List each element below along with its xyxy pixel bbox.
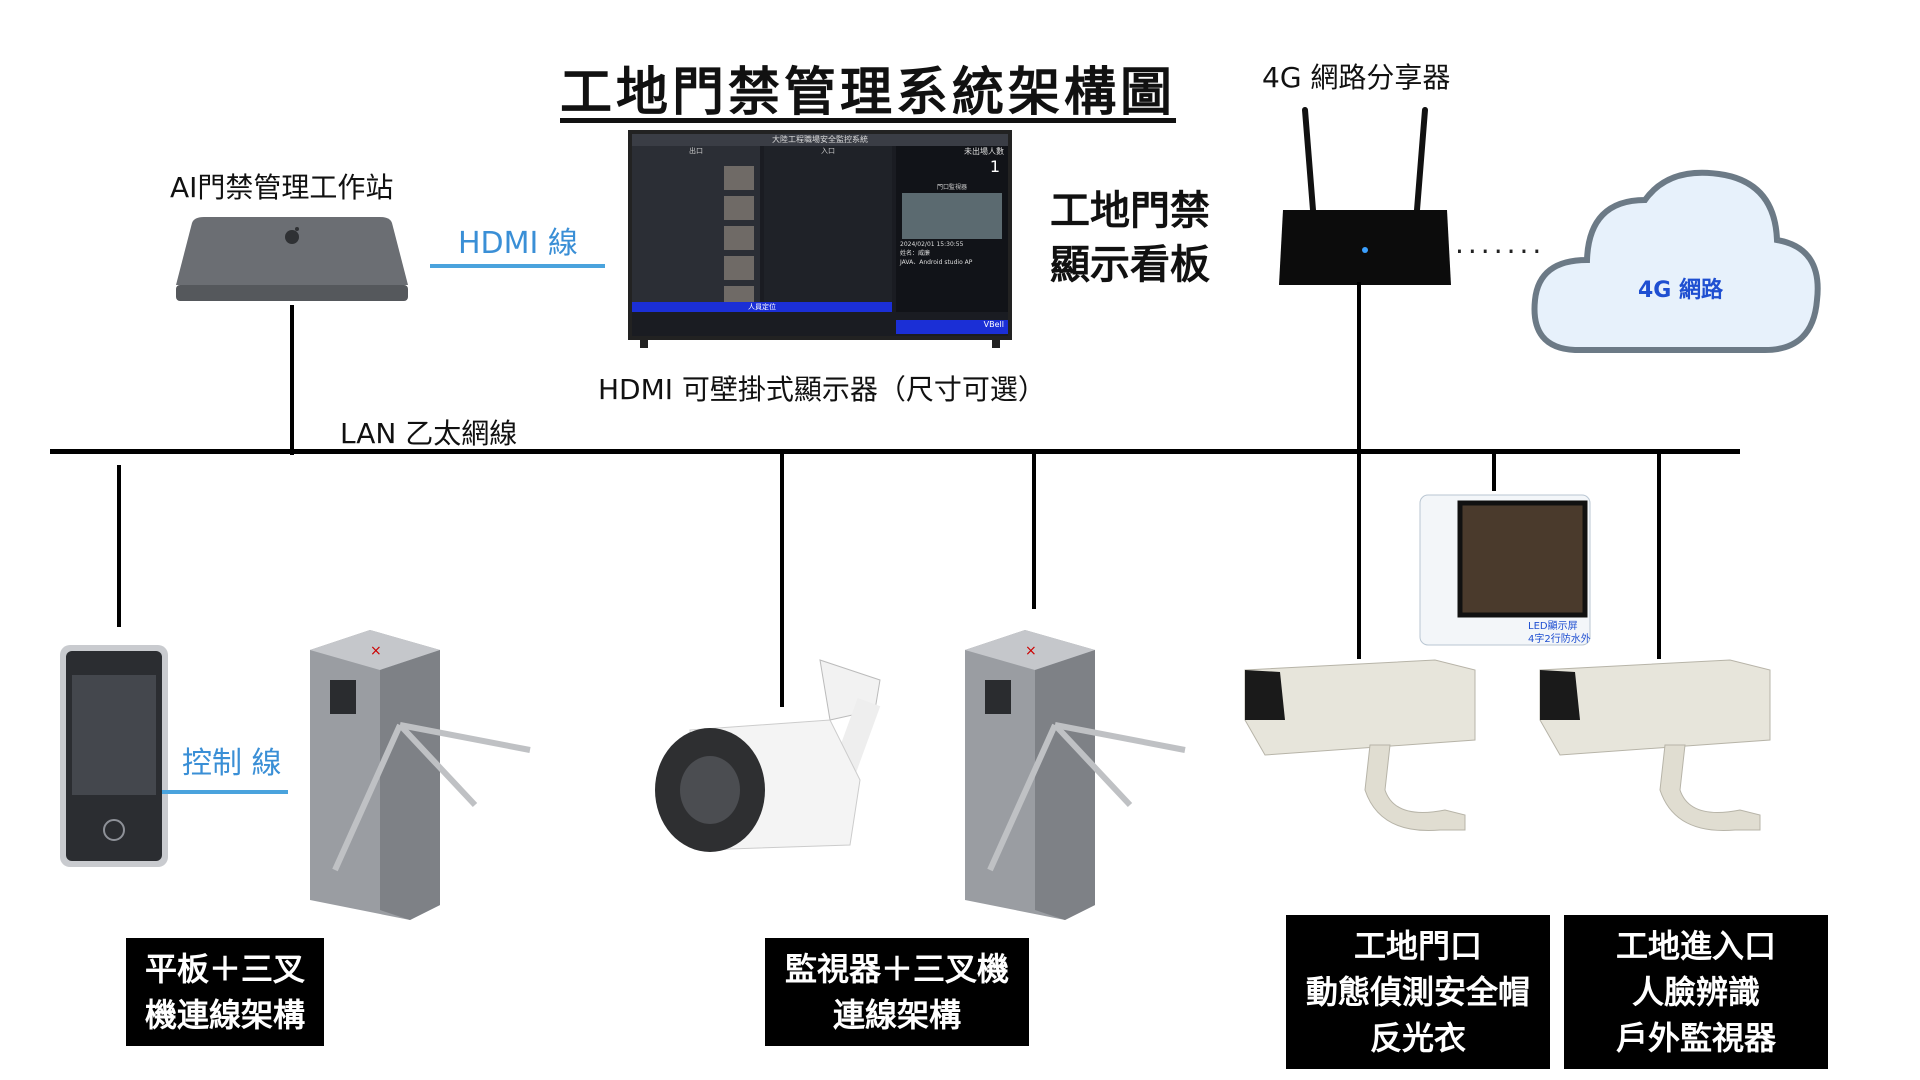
- router-label: 4G 網路分享器: [1262, 61, 1451, 94]
- control-cable-line: [162, 790, 288, 794]
- caption-tablet-line2: 機連線架構: [144, 996, 305, 1034]
- caption-camera: 監視器＋三叉機 連線架構: [765, 938, 1029, 1046]
- caption-entrance-line2: 人臉辨識: [1631, 973, 1760, 1011]
- monitor-header: 大陸工程職場安全監控系統: [632, 134, 1008, 146]
- monitor-stand-right: [992, 340, 1000, 348]
- signage-monitor: 大陸工程職場安全監控系統 出口 入口 未出場人數 1 門口監視器 2024/02…: [628, 130, 1012, 340]
- caption-tablet: 平板＋三叉 機連線架構: [126, 938, 324, 1046]
- cloud-label: 4G 網路: [1638, 278, 1724, 303]
- signage-label-line2: 顯示看板: [1050, 242, 1210, 288]
- led-sign-line1: LED顯示屏: [1528, 621, 1578, 632]
- control-cable-label: 控制 線: [182, 746, 282, 781]
- router-connector: [1357, 282, 1361, 452]
- cloud-icon: [1531, 169, 1821, 353]
- monitor-col-out: 出口: [689, 147, 703, 155]
- monitor-col-in: 入口: [821, 147, 835, 155]
- turnstile-connector: [1032, 449, 1036, 609]
- caption-entrance-line1: 工地進入口: [1615, 927, 1776, 965]
- workstation-connector: [290, 305, 294, 455]
- monitor-stand-left: [640, 340, 648, 348]
- diagram-title: 工地門禁管理系統架構圖: [560, 63, 1177, 123]
- caption-tablet-line1: 平板＋三叉: [144, 950, 305, 988]
- hdmi-cable-line: [430, 264, 605, 268]
- monitor-label: HDMI 可壁掛式顯示器（尺寸可選）: [598, 373, 1046, 406]
- caption-camera-line2: 連線架構: [832, 996, 961, 1034]
- gate-camera-feed: [902, 193, 1002, 239]
- tablet-icon: [60, 645, 168, 867]
- lan-backbone: [50, 449, 1740, 454]
- not-out-label: 未出場人數: [964, 147, 1004, 156]
- not-out-count: 1: [989, 157, 1000, 176]
- brand-bar: VBell: [896, 320, 1008, 334]
- person-info: JAVA、Android studio AP: [900, 259, 973, 266]
- housing-camera-icon-1: [1244, 659, 1476, 831]
- turnstile-icon-1: ×: [310, 630, 531, 920]
- face-thumbnails: [724, 166, 754, 306]
- bullet-camera-icon: [655, 659, 881, 852]
- monitor-right-panel: 未出場人數 1 門口監視器 2024/02/01 15:30:55 姓名：威廉 …: [896, 146, 1008, 312]
- lan-label: LAN 乙太網線: [340, 417, 518, 450]
- svg-text:×: ×: [1025, 643, 1037, 659]
- person-name: 姓名：威廉: [900, 250, 931, 257]
- led-sign-text: LED顯示屏 4字2行防水外: [1528, 620, 1591, 646]
- signage-label-line1: 工地門禁: [1050, 188, 1210, 234]
- turnstile-icon-2: ×: [965, 630, 1186, 920]
- led-sign-line2: 4字2行防水外: [1528, 634, 1591, 645]
- caption-gate: 工地門口 動態偵測安全帽 反光衣: [1286, 915, 1550, 1069]
- workstation-icon: [176, 217, 408, 301]
- entrance-camera-connector: [1657, 449, 1661, 659]
- camera-connector: [780, 449, 784, 707]
- gate-camera-connector: [1357, 449, 1361, 659]
- caption-camera-line1: 監視器＋三叉機: [784, 950, 1009, 988]
- svg-text:×: ×: [370, 643, 382, 659]
- hdmi-cable-label: HDMI 線: [458, 226, 578, 261]
- wireless-dots: ·······: [1455, 235, 1546, 268]
- caption-gate-line1: 工地門口: [1353, 927, 1482, 965]
- led-sign-connector: [1492, 449, 1496, 491]
- led-sign-icon: [1419, 494, 1591, 646]
- caption-gate-line2: 動態偵測安全帽: [1305, 973, 1530, 1011]
- positioning-bar: 人員定位: [632, 302, 892, 312]
- router-icon: [1279, 107, 1451, 285]
- timestamp: 2024/02/01 15:30:55: [900, 241, 964, 248]
- caption-gate-line3: 反光衣: [1369, 1019, 1466, 1057]
- monitor-in-panel: 入口: [764, 146, 892, 312]
- gate-monitor-label: 門口監視器: [936, 184, 967, 191]
- caption-entrance: 工地進入口 人臉辨識 戶外監視器: [1564, 915, 1828, 1069]
- housing-camera-icon-2: [1539, 659, 1771, 831]
- monitor-out-panel: 出口: [632, 146, 760, 312]
- workstation-label: AI門禁管理工作站: [170, 171, 394, 204]
- tablet-connector: [117, 465, 121, 627]
- caption-entrance-line3: 戶外監視器: [1615, 1019, 1776, 1057]
